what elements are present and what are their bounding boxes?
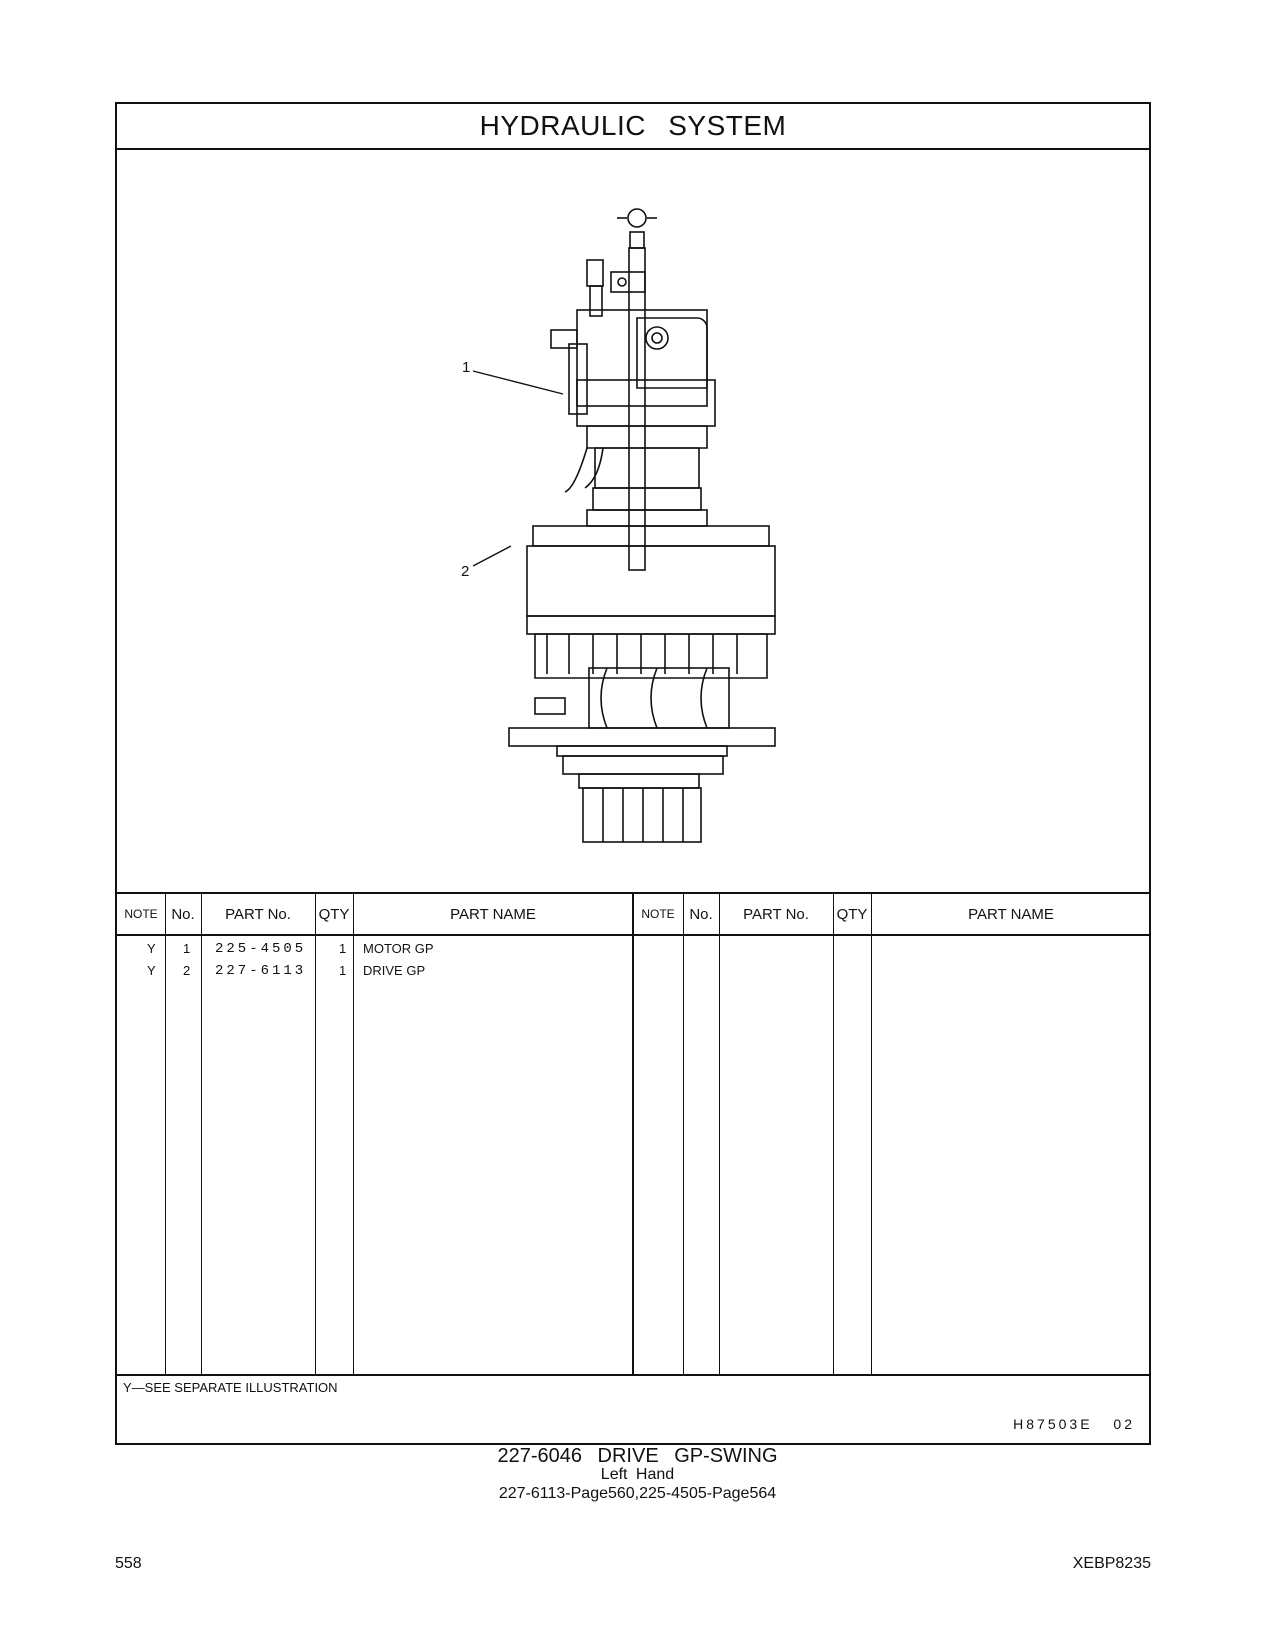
illustration-area: 1 2 bbox=[117, 148, 1149, 892]
col-divider bbox=[719, 892, 720, 1374]
col-note-left: NOTE bbox=[124, 907, 158, 921]
col-divider bbox=[833, 892, 834, 1374]
swing-drive-illustration: 1 2 bbox=[461, 208, 776, 843]
col-partname-left: PART NAME bbox=[450, 905, 536, 923]
col-qty-right: QTY bbox=[836, 905, 868, 923]
row-note: Y bbox=[147, 941, 156, 956]
col-partname-right: PART NAME bbox=[968, 905, 1054, 923]
footnote: Y—SEE SEPARATE ILLUSTRATION bbox=[123, 1380, 338, 1395]
row-qty: 1 bbox=[339, 941, 347, 956]
col-divider bbox=[871, 892, 872, 1374]
col-partno-left: PART No. bbox=[225, 905, 291, 923]
table-row: Y 1 225-4505 1 MOTOR GP bbox=[117, 938, 1149, 960]
group-subtitle: Left Hand bbox=[600, 1466, 675, 1483]
page-references: 227-6113-Page560,225-4505-Page564 bbox=[498, 1485, 777, 1502]
row-no: 1 bbox=[183, 941, 191, 956]
table-row: Y 2 227-6113 1 DRIVE GP bbox=[117, 960, 1149, 982]
col-divider bbox=[353, 892, 354, 1374]
col-partno-right: PART No. bbox=[743, 905, 809, 923]
group-title: 227-6046 DRIVE GP-SWING bbox=[497, 1445, 778, 1467]
parts-page-frame: HYDRAULIC SYSTEM bbox=[115, 102, 1151, 1445]
col-note-right: NOTE bbox=[641, 907, 675, 921]
col-divider bbox=[201, 892, 202, 1374]
col-divider-center bbox=[632, 892, 634, 1374]
row-part-number: 227-6113 bbox=[215, 963, 307, 979]
document-id: XEBP8235 bbox=[1072, 1555, 1151, 1572]
col-divider bbox=[315, 892, 316, 1374]
col-qty-left: QTY bbox=[318, 905, 350, 923]
row-qty: 1 bbox=[339, 963, 347, 978]
parts-table-body: Y 1 225-4505 1 MOTOR GP Y 2 227-6113 1 D… bbox=[117, 936, 1149, 1374]
callout-2: 2 bbox=[461, 563, 469, 580]
col-no-right: No. bbox=[689, 905, 713, 923]
illustration-code: H87503E 02 bbox=[1013, 1416, 1135, 1432]
row-part-number: 225-4505 bbox=[215, 941, 307, 957]
row-no: 2 bbox=[183, 963, 191, 978]
col-divider bbox=[165, 892, 166, 1374]
page-number: 558 bbox=[115, 1555, 142, 1572]
col-no-left: No. bbox=[171, 905, 195, 923]
callout-1: 1 bbox=[462, 359, 470, 376]
col-divider bbox=[683, 892, 684, 1374]
row-part-name: DRIVE GP bbox=[363, 963, 426, 978]
row-note: Y bbox=[147, 963, 156, 978]
row-part-name: MOTOR GP bbox=[363, 941, 434, 956]
footer-divider bbox=[117, 1374, 1149, 1376]
section-title: HYDRAULIC SYSTEM bbox=[117, 104, 1149, 150]
